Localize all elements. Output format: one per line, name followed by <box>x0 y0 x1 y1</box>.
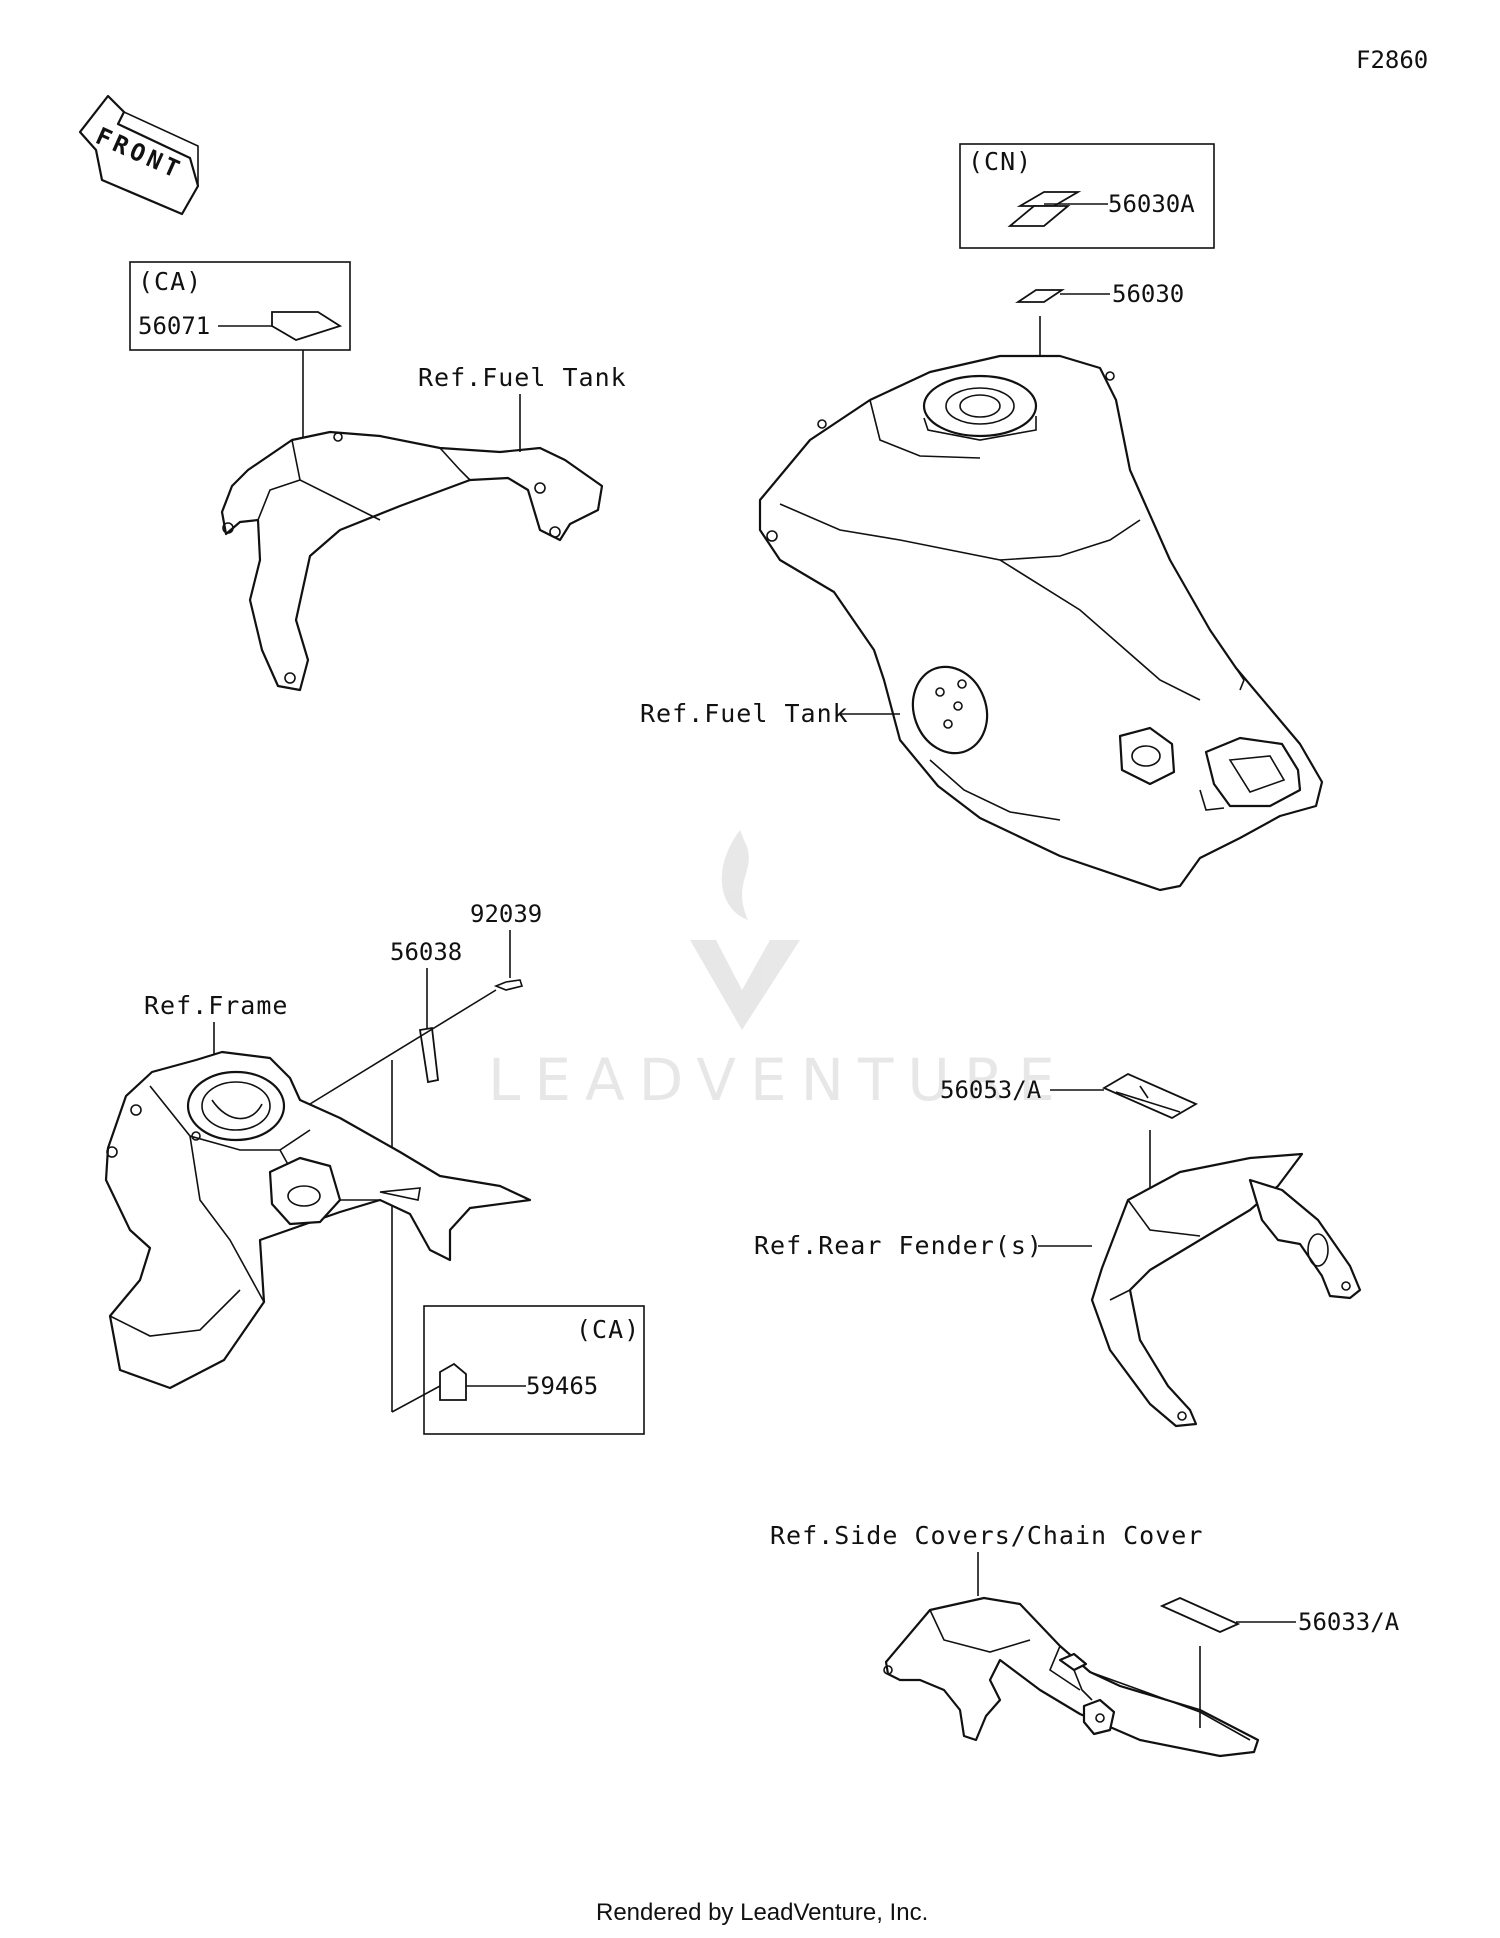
plate-56038 <box>418 1026 439 1084</box>
chain-cover-part <box>883 1596 1260 1758</box>
callout-56038: 56038 <box>390 938 462 966</box>
region-box-ca-bottom: (CA) 59465 <box>391 1305 645 1435</box>
callout-56033: 56033/A <box>1298 1608 1400 1636</box>
rivet-92039 <box>493 979 524 991</box>
callout-56030: 56030 <box>1112 280 1184 308</box>
ref-rear-fender: Ref.Rear Fender(s) <box>754 1231 1043 1260</box>
callout-56071: 56071 <box>138 312 210 340</box>
region-box-ca-top: (CA) 56071 <box>129 261 351 472</box>
flame-icon <box>721 830 749 920</box>
region-label-cn: (CN) <box>968 147 1032 176</box>
fuel-tank-part <box>758 354 1324 892</box>
decal-56053 <box>1102 1072 1198 1120</box>
watermark: LEADVENTURE <box>488 830 1069 1114</box>
callout-59465: 59465 <box>526 1372 598 1400</box>
ref-fuel-tank: Ref.Fuel Tank <box>640 699 849 728</box>
figure-code: F2860 <box>1356 46 1428 74</box>
footer-credit: Rendered by LeadVenture, Inc. <box>596 1899 928 1926</box>
callout-56053: 56053/A <box>940 1076 1042 1104</box>
frame-part <box>104 1050 532 1390</box>
decal-56030 <box>1015 289 1065 303</box>
region-box-cn: (CN) 56030A <box>959 143 1215 249</box>
fuel-tank-cover-part <box>220 430 604 692</box>
decal-56071 <box>271 311 343 341</box>
callout-56030a: 56030A <box>1108 190 1195 218</box>
ref-side-covers: Ref.Side Covers/Chain Cover <box>770 1521 1203 1550</box>
rear-fender-part <box>1090 1152 1362 1428</box>
region-label-ca-top: (CA) <box>138 267 202 296</box>
region-label-ca-bottom: (CA) <box>576 1315 640 1344</box>
decal-59465 <box>439 1362 467 1401</box>
front-arrow-icon: FRONT <box>78 94 200 216</box>
decal-56033 <box>1159 1597 1241 1633</box>
ref-fuel-tank-cover: Ref.Fuel Tank <box>418 363 627 392</box>
callout-92039: 92039 <box>470 900 542 928</box>
watermark-text: LEADVENTURE <box>488 1046 1069 1114</box>
ref-frame: Ref.Frame <box>144 991 288 1020</box>
